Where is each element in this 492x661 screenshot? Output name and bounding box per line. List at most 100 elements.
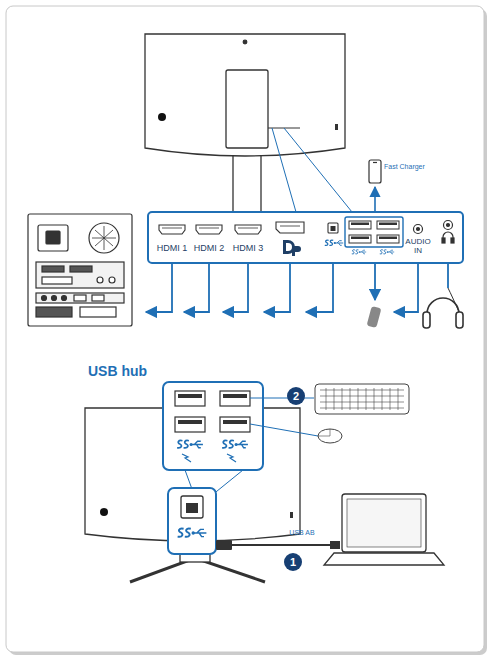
cable-arrow xyxy=(447,263,449,288)
leader-line xyxy=(272,128,352,212)
computer-back xyxy=(70,266,92,272)
usb-hub-zoom xyxy=(178,420,202,424)
usb-a-ports xyxy=(349,221,371,229)
phone-icon xyxy=(373,162,377,163)
hdmi-port xyxy=(238,228,258,229)
displayport-port xyxy=(292,246,301,256)
cable-arrow xyxy=(223,263,248,312)
laptop xyxy=(324,494,444,565)
audio-jack xyxy=(444,221,453,230)
usb-cable xyxy=(216,540,232,550)
usb-cable xyxy=(330,541,340,549)
monitor-back xyxy=(335,124,338,130)
usb-hub-zoom xyxy=(222,441,248,448)
keyboard xyxy=(315,384,409,414)
usb-dongle xyxy=(367,306,382,328)
usb-hub-zoom xyxy=(177,441,203,448)
callout-circle xyxy=(284,387,305,571)
cable-arrow xyxy=(306,263,333,312)
phone-icon xyxy=(369,160,381,183)
hdmi-port xyxy=(159,225,185,234)
usb-b-port xyxy=(328,223,338,233)
computer-back xyxy=(92,295,104,301)
leader-line xyxy=(284,128,352,212)
audio-jack xyxy=(447,224,450,227)
usb-hub-zoom xyxy=(178,394,202,398)
charge-arrow xyxy=(374,187,376,212)
usb-a-ports xyxy=(379,237,397,240)
usb-hub-zoom xyxy=(223,394,247,398)
usb-a-ports xyxy=(380,250,394,254)
usb-a-ports xyxy=(351,237,369,240)
computer-back xyxy=(28,214,132,326)
laptop xyxy=(324,553,444,565)
mouse xyxy=(318,429,342,443)
keyboard xyxy=(320,390,404,408)
computer-back xyxy=(36,262,124,288)
keyboard xyxy=(315,384,409,414)
phone-icon xyxy=(369,160,381,183)
usb-hub-zoom xyxy=(223,420,247,424)
usb-hub-zoom xyxy=(220,417,250,432)
hdmi-port xyxy=(162,228,182,229)
computer-back xyxy=(52,296,57,301)
usb-dongle xyxy=(367,306,382,328)
cable-arrow xyxy=(374,263,376,300)
cable-arrow xyxy=(264,263,290,312)
hdmi-port xyxy=(199,228,219,229)
laptop xyxy=(347,499,421,547)
leader-line xyxy=(272,128,296,212)
usb-hub-zoom xyxy=(220,391,250,406)
usb-hub-zoom xyxy=(175,417,205,432)
charge-arrow xyxy=(375,187,376,212)
computer-back xyxy=(74,295,86,301)
usb-a-ports xyxy=(351,223,369,226)
monitor-back xyxy=(100,508,108,516)
port-label: HDMI 2 xyxy=(194,244,225,254)
audio-jack xyxy=(417,228,420,231)
usb-b-zoom xyxy=(168,488,216,554)
callout-number: 2 xyxy=(293,390,299,402)
displayport-port xyxy=(276,222,304,233)
usb-hub-zoom xyxy=(163,382,263,470)
usb-a-ports xyxy=(379,223,397,226)
usb-hub-zoom xyxy=(182,454,236,462)
computer-back xyxy=(97,277,103,283)
page-frame xyxy=(6,6,484,652)
mouse xyxy=(318,429,330,436)
usb-b-port xyxy=(325,240,343,245)
usb-a-ports xyxy=(345,217,403,254)
cable-label: USB AB xyxy=(289,529,314,537)
mouse xyxy=(318,429,342,443)
computer-back xyxy=(28,214,132,326)
computer-back xyxy=(89,223,119,253)
usb-a-ports xyxy=(377,221,399,229)
cable-arrow xyxy=(146,263,172,312)
computer-back xyxy=(62,296,67,301)
monitor-back xyxy=(226,70,268,148)
cable-arrow xyxy=(146,263,448,312)
headphones xyxy=(456,312,463,328)
computer-back xyxy=(42,277,72,284)
port-label: HDMI 3 xyxy=(233,244,264,254)
callout-circle xyxy=(287,387,305,405)
port-panel xyxy=(148,212,463,263)
monitor-back xyxy=(243,40,247,44)
displayport-port xyxy=(276,222,304,256)
computer-back xyxy=(38,225,68,251)
usb-a-ports xyxy=(377,235,399,243)
usb-b-zoom xyxy=(186,503,198,513)
headphones xyxy=(448,288,459,312)
usb-b-zoom xyxy=(178,529,207,537)
monitor-back xyxy=(290,512,293,518)
port-label: AUDIO IN xyxy=(403,238,433,256)
usb-a-ports xyxy=(349,235,371,243)
computer-back xyxy=(80,307,116,317)
audio-jack xyxy=(414,225,423,234)
usb-b-port xyxy=(331,226,336,231)
cable-arrow xyxy=(394,263,418,312)
monitor-back xyxy=(145,34,345,156)
computer-back xyxy=(46,231,60,244)
